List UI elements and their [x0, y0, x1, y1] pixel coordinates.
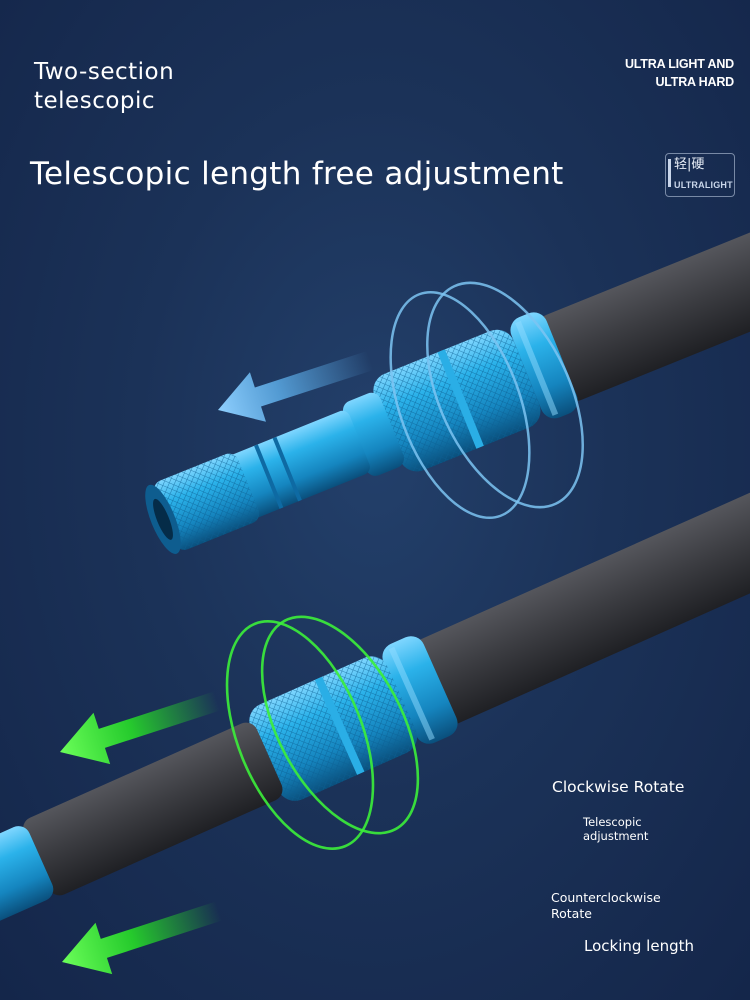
caption-clockwise: Clockwise Rotate — [552, 778, 685, 796]
lower-rod — [0, 491, 750, 951]
rotate-ring-icon — [389, 281, 584, 520]
arrow-left-icon — [60, 691, 221, 765]
caption-counterclockwise: Counterclockwise Rotate — [551, 890, 661, 921]
badge-cn-label: 轻|硬 — [674, 157, 705, 172]
caption-telescopic: Telescopic adjustment — [583, 815, 649, 843]
feature-tag: ULTRA LIGHT AND ULTRA HARD — [624, 57, 734, 89]
rotate-ring-icon — [225, 615, 420, 850]
section-subtitle: Two-section telescopic — [34, 59, 175, 114]
badge-en-label: ULTRALIGHT — [674, 180, 733, 190]
upper-rod — [145, 208, 750, 554]
caption-locking: Locking length — [584, 937, 694, 955]
badge-accent-bar — [668, 159, 671, 187]
page-title: Telescopic length free adjustment — [30, 156, 564, 192]
ultralight-badge: 轻|硬 ULTRALIGHT — [665, 153, 735, 197]
arrow-left-icon — [218, 351, 374, 422]
arrow-left-icon — [62, 901, 223, 975]
